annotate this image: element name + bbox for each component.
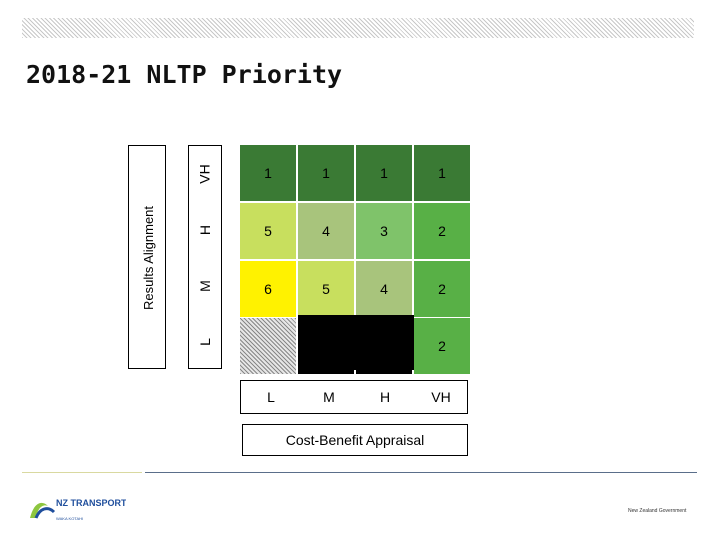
logo-line-1: NZ TRANSPORT AGENCY	[56, 498, 126, 508]
logo-line-2: WAKA KOTAHI	[56, 516, 83, 521]
nz-transport-agency-logo: NZ TRANSPORT AGENCY WAKA KOTAHI	[30, 498, 126, 521]
matrix-cell: 1	[298, 145, 354, 201]
matrix-cell: 5	[298, 261, 354, 317]
matrix-cell: 3	[356, 203, 412, 259]
matrix-cell: 4	[356, 261, 412, 317]
row-label-h: H	[197, 224, 213, 236]
y-axis-title: Results Alignment	[140, 205, 156, 311]
column-labels: L M H VH	[240, 380, 468, 414]
col-label-l: L	[267, 389, 275, 405]
x-axis-title: Cost-Benefit Appraisal	[242, 424, 468, 456]
col-label-h: H	[379, 389, 391, 405]
matrix-cell: 2	[414, 203, 470, 259]
footer-divider-right	[145, 472, 697, 473]
row-label-l: L	[196, 338, 213, 346]
row-labels: VH H M L	[188, 145, 222, 369]
y-axis-title-box: Results Alignment	[128, 145, 166, 369]
matrix-cell: 6	[240, 261, 296, 317]
footer-divider-left	[22, 472, 142, 473]
matrix-cell: 2	[414, 318, 470, 374]
row-label-vh: VH	[196, 164, 213, 184]
matrix-cell: 1	[356, 145, 412, 201]
nz-government-logo: New Zealand Government	[628, 508, 687, 514]
matrix-cell: 5	[240, 203, 296, 259]
col-label-vh: VH	[431, 389, 451, 405]
matrix-cell: 2	[414, 261, 470, 317]
decorative-hatch-band	[22, 18, 694, 38]
col-label-m: M	[323, 389, 335, 405]
row-label-m: M	[196, 280, 213, 292]
matrix-cell	[240, 318, 296, 374]
matrix-cell: 4	[298, 203, 354, 259]
matrix-cell: 1	[240, 145, 296, 201]
excluded-block	[298, 315, 414, 370]
matrix-cell: 1	[414, 145, 470, 201]
page-title: 2018-21 NLTP Priority	[26, 60, 343, 89]
